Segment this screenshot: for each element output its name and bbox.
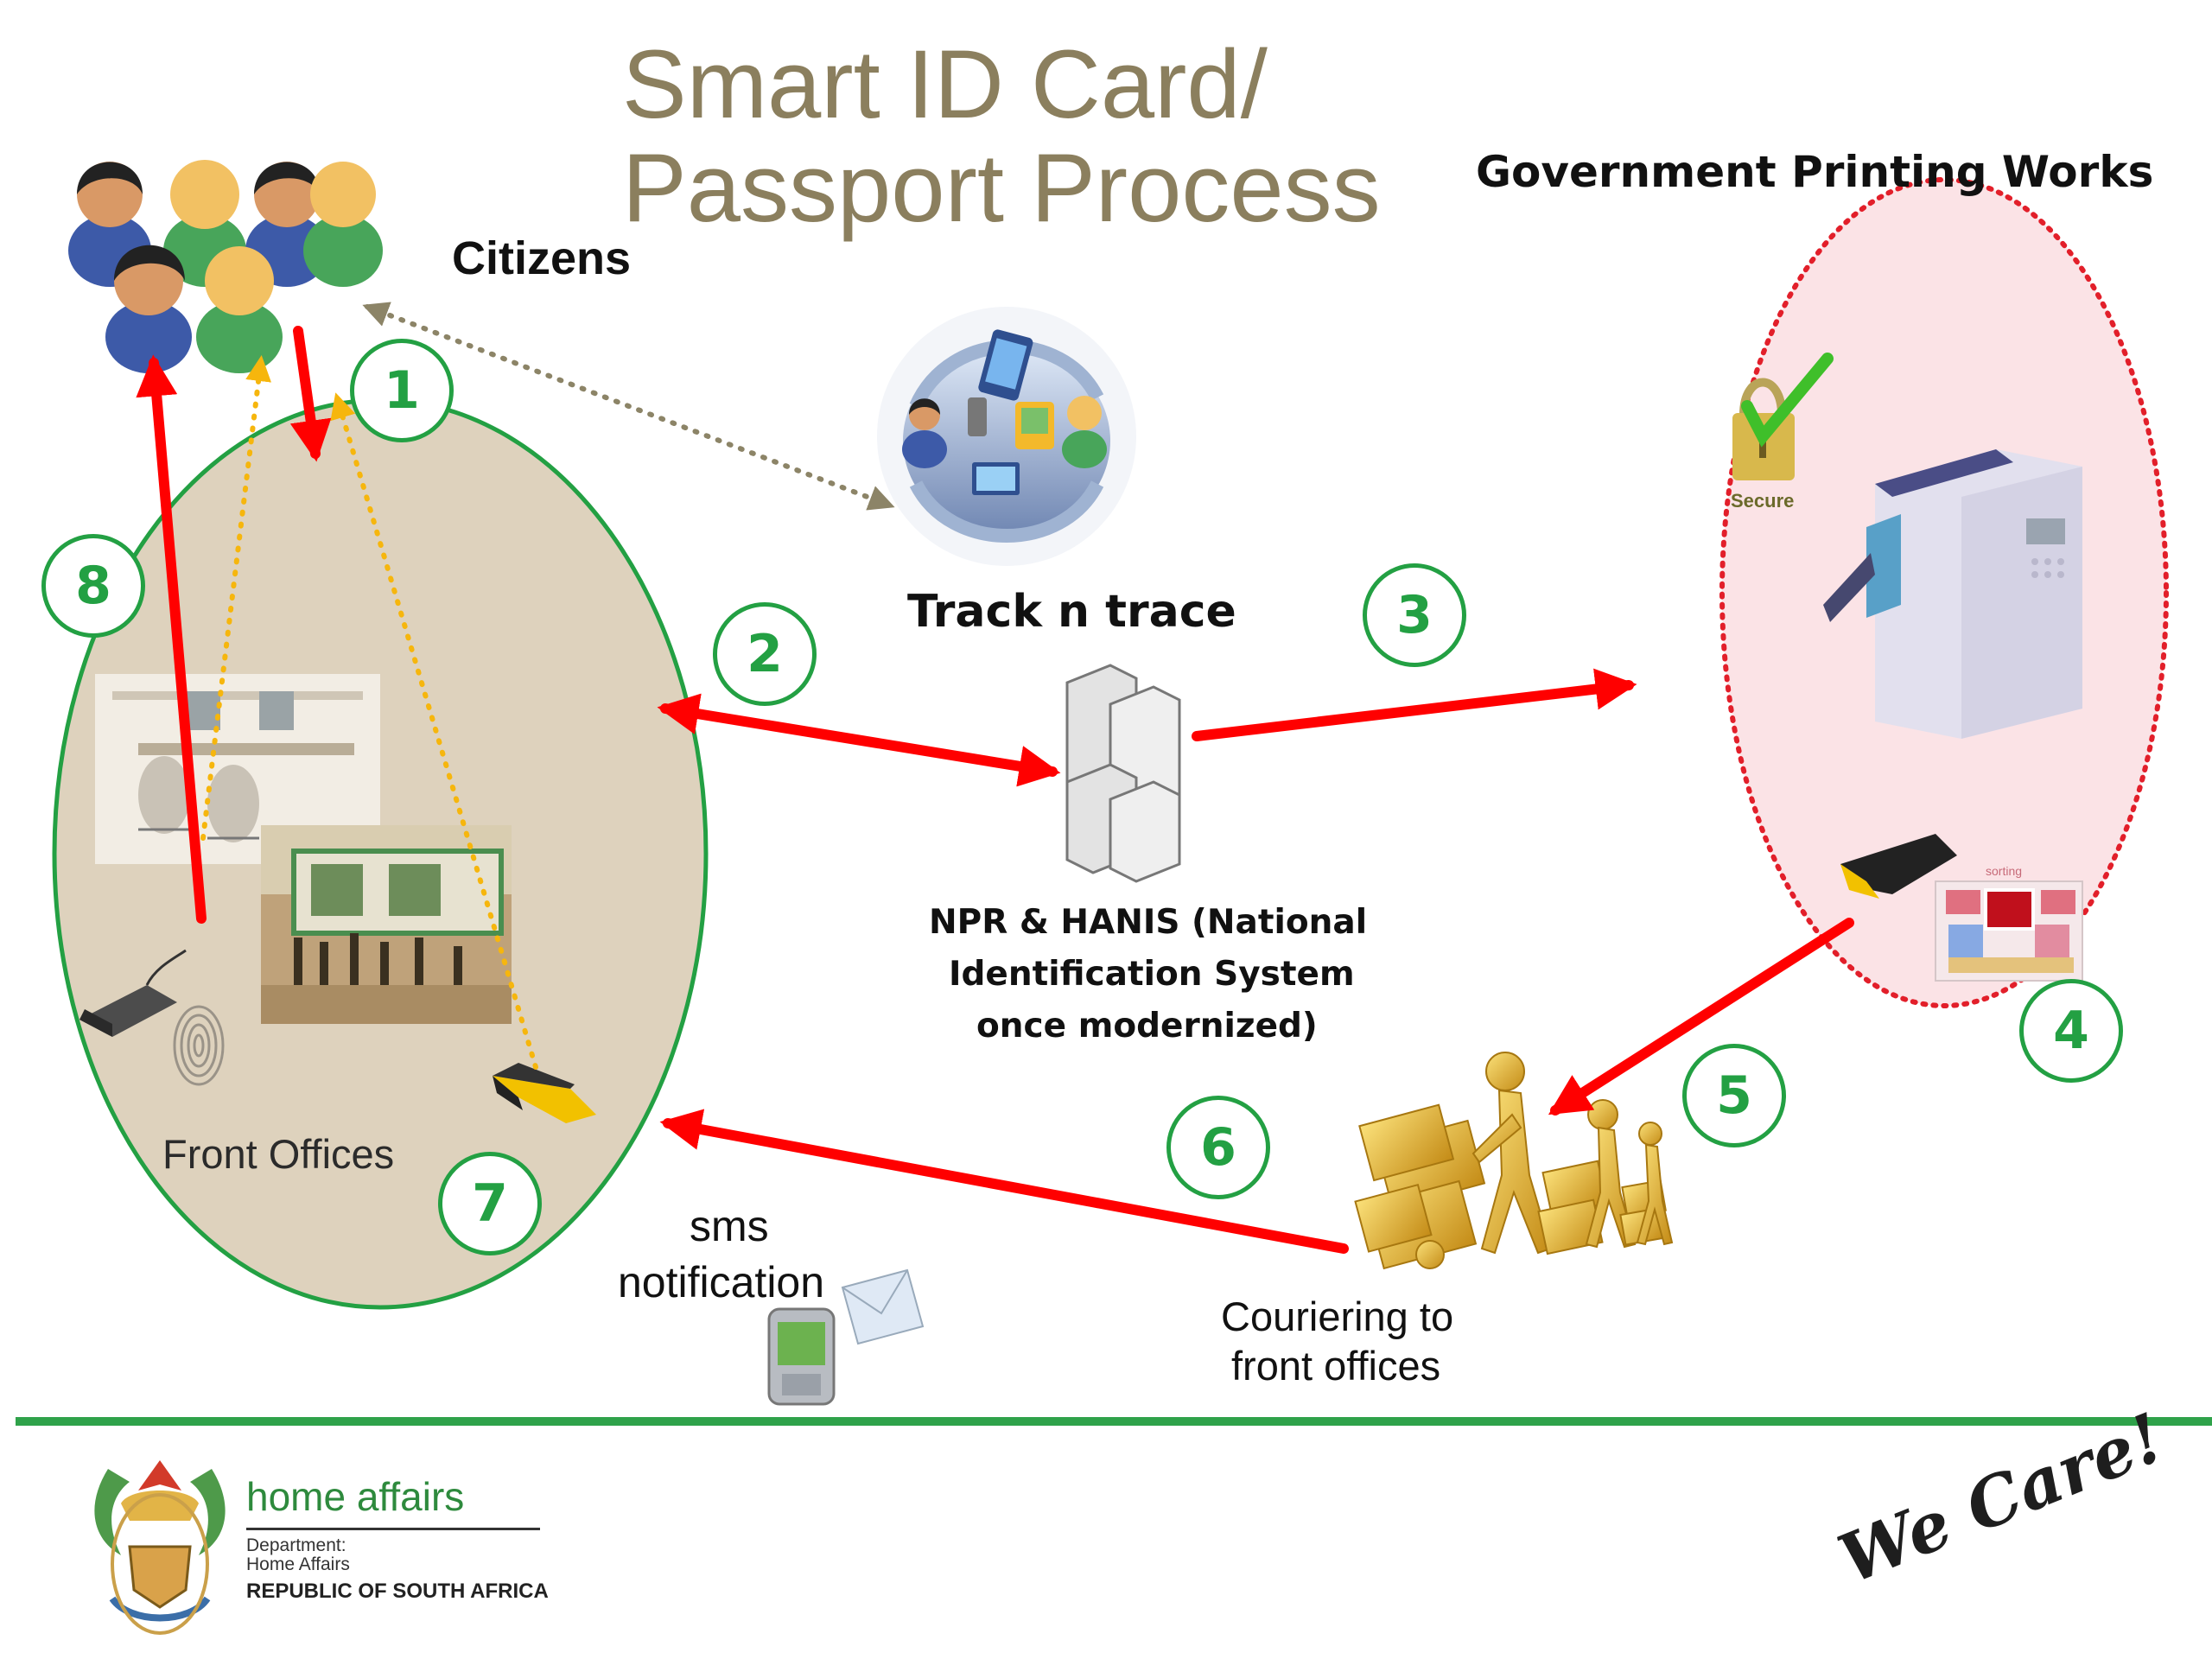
secure-label: Secure (1731, 490, 1795, 512)
npr-label-line-3: once modernized) (976, 1007, 1318, 1046)
gpw-label: Government Printing Works (1476, 147, 2154, 197)
department-label: Department: Home Affairs (246, 1536, 350, 1574)
courier-label-line-1: Couriering to (1221, 1294, 1454, 1339)
step-5-badge: 5 (1682, 1044, 1786, 1147)
arrow-step-8 (136, 354, 207, 924)
sms-label-line-1: sms (690, 1202, 769, 1250)
arrow-step-2 (657, 693, 1061, 787)
mobile-office-photo (261, 825, 512, 1024)
arrow-citizens-to-office (289, 326, 332, 462)
sorting-icon (1935, 880, 2083, 982)
title-line-2: Passport Process (622, 134, 1381, 242)
step-2-badge: 2 (713, 602, 817, 706)
gpw-barcode-scanner-icon (1840, 834, 1957, 899)
step-7-badge: 7 (438, 1152, 542, 1255)
title-line-1: Smart ID Card/ (622, 30, 1268, 138)
front-offices-label: Front Offices (162, 1131, 395, 1177)
home-affairs-rule (246, 1528, 540, 1530)
step-4-badge: 4 (2019, 979, 2123, 1083)
sorting-label: sorting (1986, 864, 2023, 878)
dotted-gray-arrow (362, 302, 895, 511)
fingerprint-scanner-icon (79, 949, 225, 1086)
citizens-icon (68, 160, 383, 373)
step-6-badge: 6 (1166, 1096, 1270, 1199)
sms-label-line-2: notification (618, 1258, 825, 1306)
department-line-1: Department: (246, 1535, 346, 1555)
arrow-step-3 (1192, 668, 1637, 741)
step-8-badge: 8 (41, 534, 145, 638)
npr-label-line-1: NPR & HANIS (National (929, 903, 1368, 942)
step-1-badge: 1 (350, 339, 454, 442)
country-label: REPUBLIC OF SOUTH AFRICA (246, 1580, 549, 1603)
courier-workers-icon (1354, 1052, 1674, 1270)
courier-label-line-2: front offices (1231, 1343, 1441, 1389)
track-trace-globe-icon (877, 307, 1136, 566)
coat-of-arms-logo (94, 1460, 226, 1635)
flow-arrows (136, 326, 1854, 1254)
arrow-step-5 (1548, 918, 1854, 1116)
home-affairs-name: home affairs (246, 1474, 465, 1519)
citizens-label: Citizens (452, 232, 632, 284)
arrow-step-6 (659, 1109, 1349, 1254)
secure-lock-icon (1732, 353, 1834, 480)
sms-phone-icon (767, 1307, 836, 1406)
track-trace-label: Track n trace (907, 586, 1236, 638)
footer-divider (16, 1417, 2212, 1426)
step-3-badge: 3 (1363, 563, 1466, 667)
card-printer-icon (1823, 449, 2082, 739)
department-line-2: Home Affairs (246, 1554, 350, 1574)
npr-label-line-2: Identification System (949, 955, 1355, 994)
server-icon (1065, 664, 1181, 883)
barcode-scanner-icon (493, 1063, 596, 1123)
envelope-icon (841, 1268, 925, 1345)
